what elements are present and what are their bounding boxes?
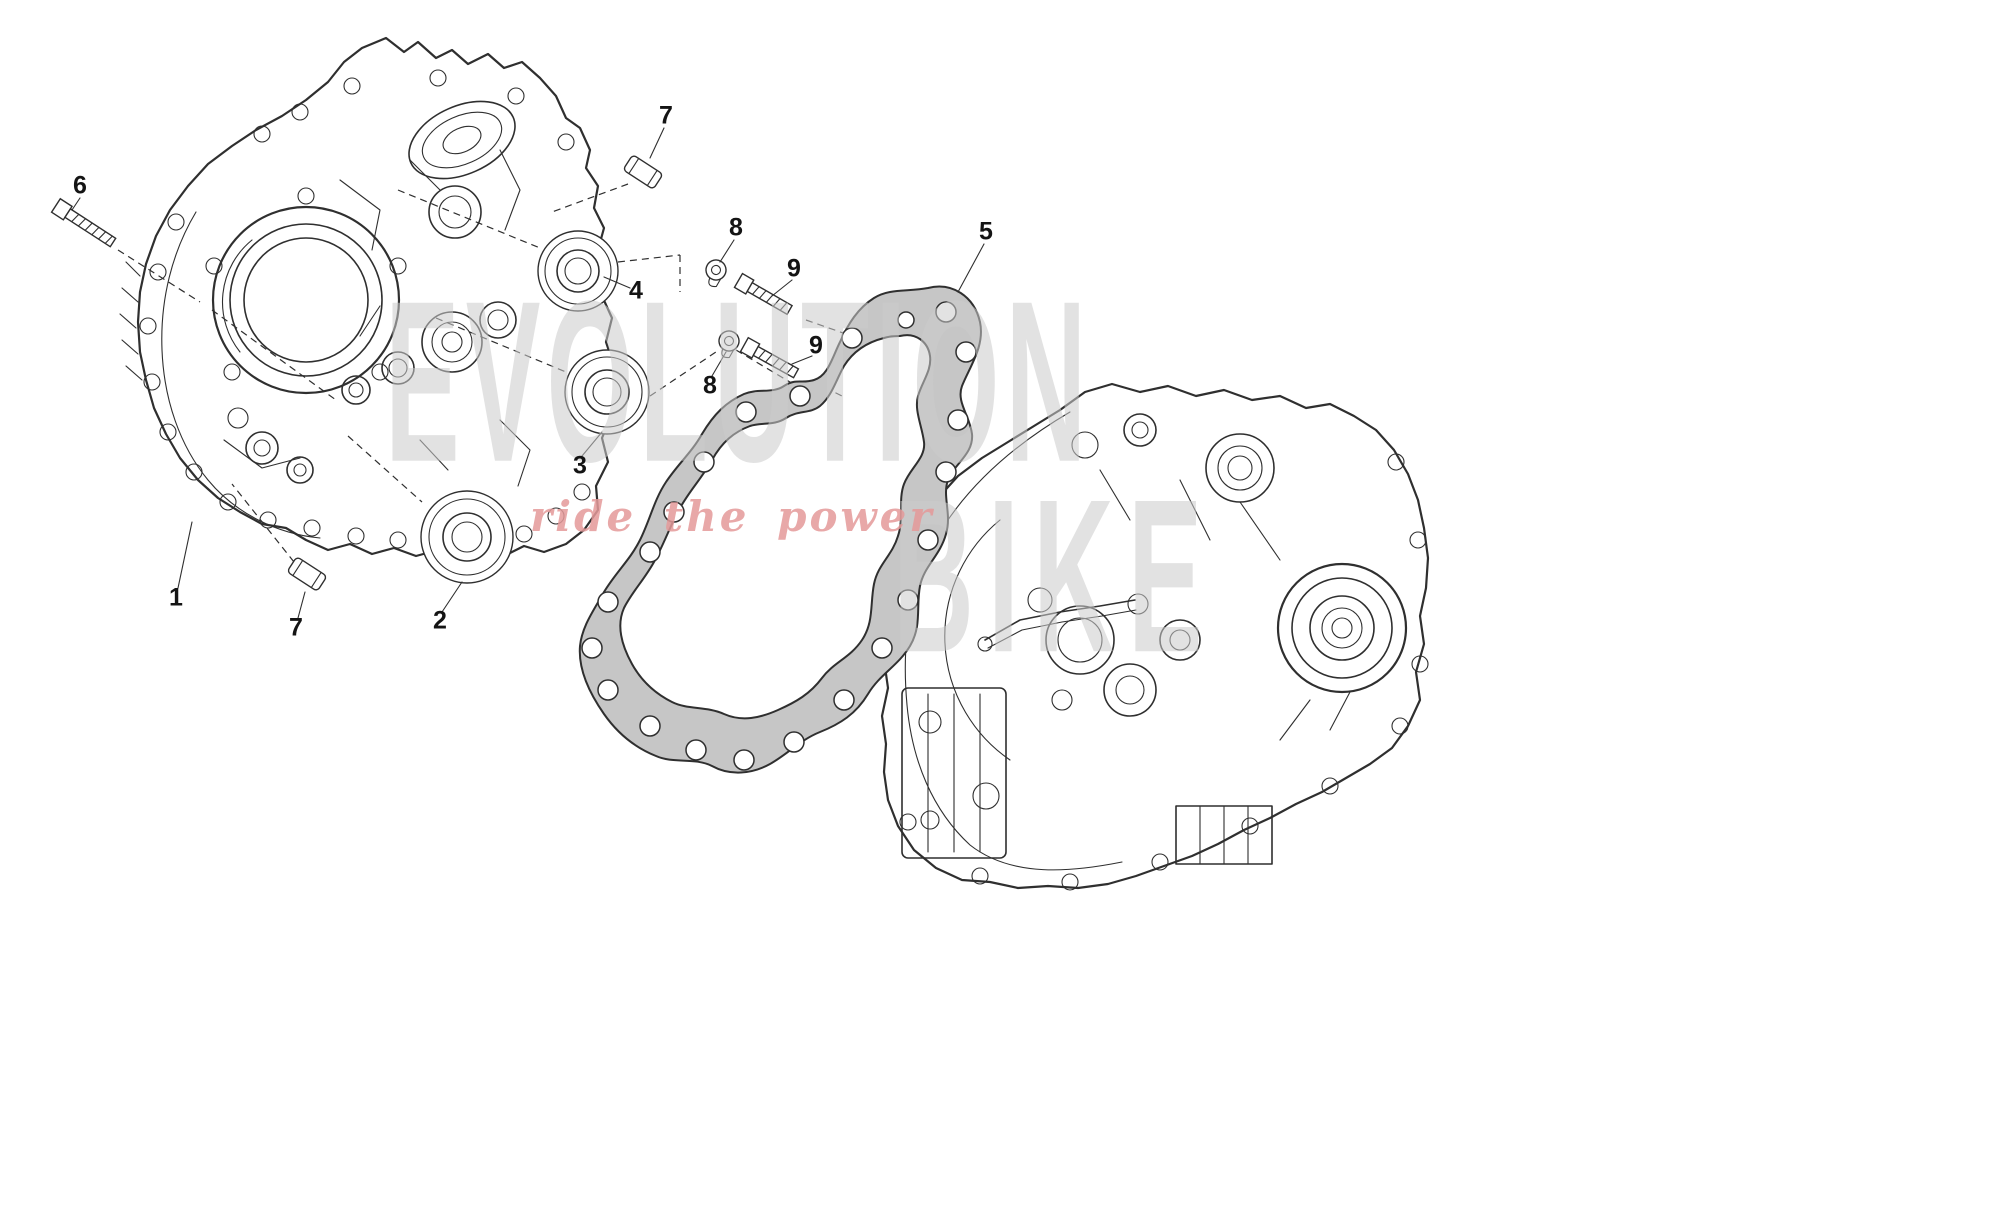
gasket-bolt-holes	[581, 301, 977, 771]
washer-8-top	[705, 259, 727, 288]
right-crankcase-half	[880, 382, 1430, 891]
rib-lines	[1099, 469, 1351, 741]
washer-8-bottom	[718, 330, 740, 359]
bearing-3	[564, 349, 650, 435]
bearing-4	[537, 230, 619, 312]
dowel-pin-7-top	[623, 155, 663, 189]
bolt-6	[50, 197, 117, 248]
flange-bolt-holes	[139, 69, 591, 551]
bearing-2	[420, 490, 514, 584]
shift-fork-detail	[977, 593, 1149, 652]
bolt-9-lower	[739, 336, 800, 379]
hatch-marks	[119, 261, 143, 381]
bolt-9-upper	[733, 272, 794, 316]
callout-leader-lines	[71, 127, 985, 619]
bore-bolt-holes	[205, 187, 407, 381]
gasket	[578, 285, 982, 774]
rib-lines	[223, 149, 531, 487]
left-crankcase-half	[119, 36, 616, 560]
dowel-pin-7-bottom	[287, 557, 327, 591]
perimeter-bolt-bosses	[899, 453, 1429, 891]
